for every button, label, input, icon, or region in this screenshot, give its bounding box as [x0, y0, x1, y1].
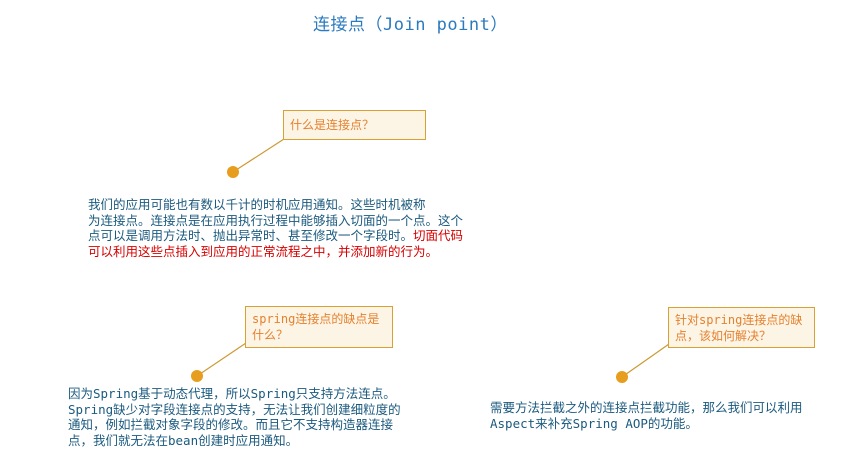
note-highlight-text: 切面代码 可以利用这些点插入到应用的正常流程之中，并添加新的行为。 — [88, 228, 464, 259]
callout-what-is-joinpoint[interactable]: 什么是连接点？ — [283, 110, 426, 140]
note-joinpoint-definition: 我们的应用可能也有数以千计的时机应用通知。这些时机被称 为连接点。连接点是在应用… — [88, 197, 508, 259]
anchor-dot-what-is-joinpoint[interactable] — [227, 166, 239, 178]
callout-label: 针对spring连接点的缺 点，该如何解决？ — [675, 312, 803, 343]
callout-how-to-solve-drawback[interactable]: 针对spring连接点的缺 点，该如何解决？ — [668, 307, 815, 348]
callout-label: spring连接点的缺点是 什么？ — [252, 312, 380, 342]
leader-line-spring-drawback — [196, 342, 247, 377]
leader-line-what-is-joinpoint — [232, 138, 285, 173]
callout-spring-joinpoint-drawback[interactable]: spring连接点的缺点是 什么？ — [245, 306, 393, 348]
note-body-text: 我们的应用可能也有数以千计的时机应用通知。这些时机被称 为连接点。连接点是在应用… — [88, 197, 464, 243]
anchor-dot-spring-drawback[interactable] — [191, 370, 203, 382]
note-how-to-solve-answer: 需要方法拦截之外的连接点拦截功能，那么我们可以利用 Aspect来补充Sprin… — [490, 400, 850, 431]
callout-label: 什么是连接点？ — [290, 118, 375, 132]
note-body-text: 因为Spring基于动态代理，所以Spring只支持方法连点。 Spring缺少… — [68, 386, 401, 448]
note-body-text: 需要方法拦截之外的连接点拦截功能，那么我们可以利用 Aspect来补充Sprin… — [490, 400, 803, 431]
page-title: 连接点（Join point） — [313, 15, 508, 35]
anchor-dot-how-to-solve[interactable] — [616, 371, 628, 383]
note-spring-joinpoint-drawback-answer: 因为Spring基于动态代理，所以Spring只支持方法连点。 Spring缺少… — [68, 386, 448, 448]
leader-line-how-to-solve — [621, 343, 670, 378]
